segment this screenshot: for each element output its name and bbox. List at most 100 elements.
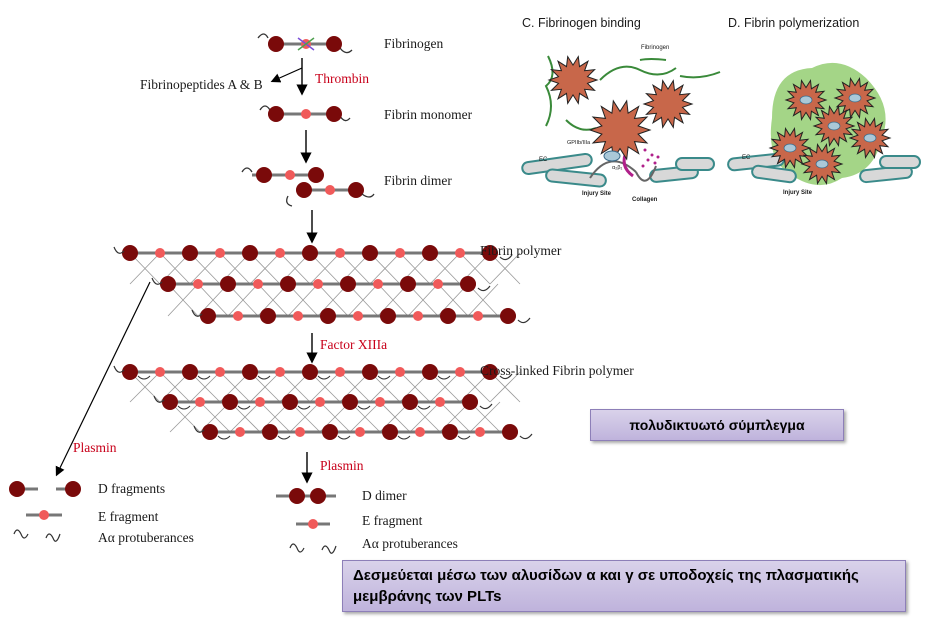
d-domain — [222, 394, 238, 410]
platelet — [547, 55, 599, 105]
d-domain — [342, 394, 358, 410]
d-dimer-glyph — [276, 488, 336, 504]
d-domain — [362, 364, 378, 380]
e-domain — [335, 367, 345, 377]
panel-c-ec-label: EC — [539, 157, 548, 163]
e-domain — [295, 427, 305, 437]
e-fragment-glyph — [26, 510, 62, 520]
d-domain — [182, 364, 198, 380]
e-domain — [395, 248, 405, 258]
fibrin-dimer-label: Fibrin dimer — [384, 173, 452, 188]
d-domain — [402, 394, 418, 410]
crosslinked-polymer-label: Cross-linked Fibrin polymer — [480, 363, 634, 378]
e-domain — [415, 427, 425, 437]
fibrinogen-label: Fibrinogen — [384, 36, 444, 51]
network-caption-box: πολυδικτυωτό σύμπλεγμα — [590, 409, 844, 441]
e-domain — [475, 427, 485, 437]
d-domain — [280, 276, 296, 292]
e-fragment-glyph-right — [296, 519, 330, 529]
panel-c-fibrinogen-label: Fibrinogen — [641, 45, 670, 51]
platelet — [642, 79, 694, 129]
d-domain — [380, 308, 396, 324]
panel-c-title: C. Fibrinogen binding — [522, 16, 641, 30]
fibrinogen-molecule — [257, 33, 353, 54]
e-domain — [395, 367, 405, 377]
panel-c-collagen-label: Collagen — [632, 197, 658, 203]
plasmin-label-right: Plasmin — [320, 458, 364, 473]
e-domain — [275, 367, 285, 377]
d-domain — [320, 308, 336, 324]
panel-c-illustration — [521, 55, 721, 188]
protuberances-label-right: Aα protuberances — [362, 536, 458, 551]
e-domain — [293, 311, 303, 321]
e-domain — [253, 279, 263, 289]
panel-d-ec-label: EC — [742, 155, 751, 161]
e-domain — [275, 248, 285, 258]
d-domain — [122, 364, 138, 380]
panel-d-injury-label: Injury Site — [783, 190, 813, 196]
e-domain — [215, 248, 225, 258]
d-domain — [382, 424, 398, 440]
fibrin-polymer — [113, 245, 531, 324]
factor-xiiia-label: Factor XIIIa — [320, 337, 388, 352]
panel-d-title: D. Fibrin polymerization — [728, 16, 860, 30]
d-fragments-glyph — [9, 481, 81, 497]
e-fragment-label-right: E fragment — [362, 513, 423, 528]
e-domain — [255, 397, 265, 407]
e-domain — [235, 427, 245, 437]
d-domain — [362, 245, 378, 261]
d-domain — [340, 276, 356, 292]
d-domain — [322, 424, 338, 440]
d-fragments-label: D fragments — [98, 481, 166, 496]
protuberances-glyph — [13, 529, 61, 542]
fibrin-polymer-label: Fibrin polymer — [480, 243, 562, 258]
d-domain — [182, 245, 198, 261]
panel-d-illustration — [727, 62, 921, 186]
d-domain — [220, 276, 236, 292]
d-dimer-label: D dimer — [362, 488, 407, 503]
e-domain — [233, 311, 243, 321]
fibrinopeptides-label: Fibrinopeptides A & B — [140, 77, 263, 92]
e-domain — [433, 279, 443, 289]
e-domain — [335, 248, 345, 258]
d-domain — [302, 364, 318, 380]
d-domain — [422, 245, 438, 261]
d-domain — [262, 424, 278, 440]
crosslinked-fibrin-polymer — [113, 364, 533, 440]
e-fragment-label: E fragment — [98, 509, 159, 524]
e-domain — [435, 397, 445, 407]
d-domain — [122, 245, 138, 261]
fibrin-dimer — [241, 167, 375, 207]
thrombin-label: Thrombin — [315, 71, 369, 86]
d-domain — [242, 364, 258, 380]
d-domain — [260, 308, 276, 324]
e-domain — [373, 279, 383, 289]
protuberances-label: Aα protuberances — [98, 530, 194, 545]
e-domain — [215, 367, 225, 377]
platelet — [588, 99, 652, 161]
d-domain — [202, 424, 218, 440]
e-domain — [455, 367, 465, 377]
d-domain — [400, 276, 416, 292]
d-domain — [442, 424, 458, 440]
binding-caption-box: Δεσμεύεται μέσω των αλυσίδων α και γ σε … — [342, 560, 906, 612]
e-domain — [195, 397, 205, 407]
e-domain — [313, 279, 323, 289]
e-domain — [455, 248, 465, 258]
e-domain — [353, 311, 363, 321]
d-domain — [160, 276, 176, 292]
e-domain — [315, 397, 325, 407]
e-domain — [193, 279, 203, 289]
d-domain — [440, 308, 456, 324]
d-domain — [242, 245, 258, 261]
fibrin-monomer — [259, 105, 351, 122]
plasmin-label-left: Plasmin — [73, 440, 117, 455]
d-domain — [162, 394, 178, 410]
panel-c-receptor-label: GPIIb/IIIa — [567, 140, 591, 146]
e-domain — [413, 311, 423, 321]
e-domain — [155, 248, 165, 258]
d-domain — [200, 308, 216, 324]
d-domain — [302, 245, 318, 261]
e-domain — [355, 427, 365, 437]
